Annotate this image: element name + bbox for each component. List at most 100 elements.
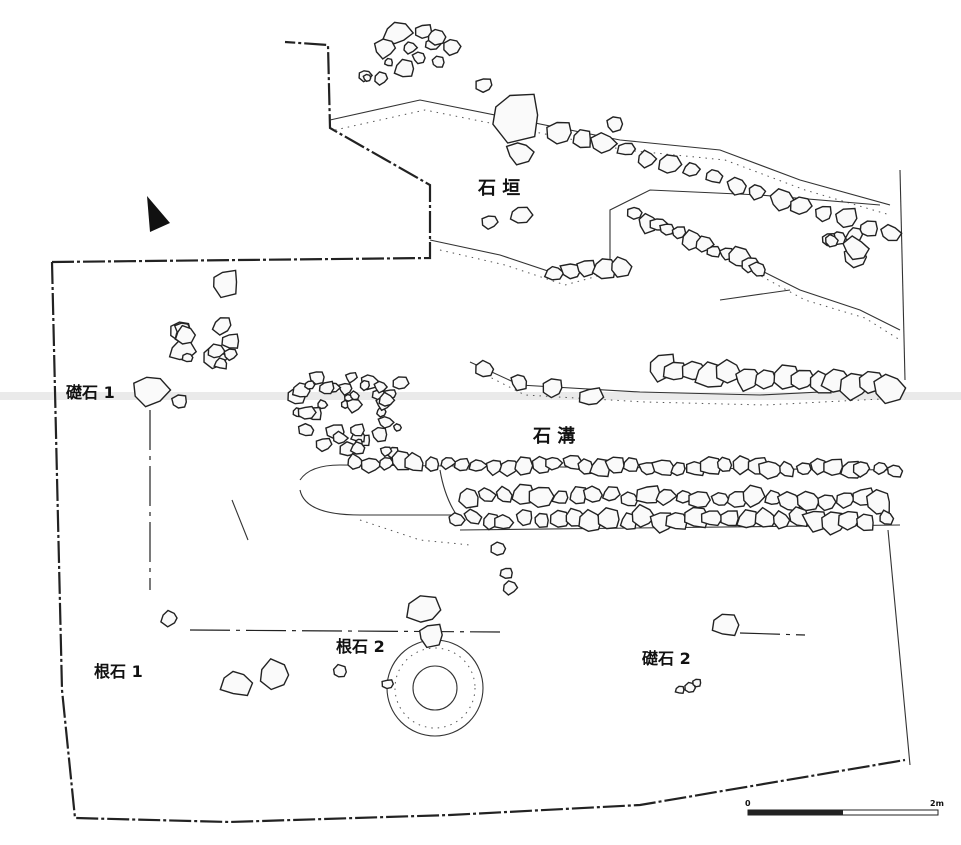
stone bbox=[716, 456, 733, 473]
stone bbox=[720, 510, 739, 527]
label-root-stone-2: 根石 2 bbox=[336, 637, 385, 656]
stone bbox=[468, 459, 489, 472]
stone bbox=[543, 265, 565, 281]
stone bbox=[546, 121, 572, 145]
stone bbox=[852, 461, 871, 478]
stone bbox=[699, 456, 722, 475]
stone bbox=[349, 390, 360, 401]
stone bbox=[453, 457, 471, 472]
stone bbox=[346, 398, 364, 414]
stone bbox=[748, 184, 767, 201]
stone bbox=[315, 437, 333, 453]
stone bbox=[373, 38, 397, 60]
stone bbox=[515, 508, 533, 527]
stone bbox=[207, 343, 227, 359]
stone bbox=[665, 511, 688, 530]
stone bbox=[769, 188, 796, 212]
stone bbox=[549, 509, 572, 528]
stone bbox=[873, 373, 907, 405]
stone bbox=[431, 55, 445, 68]
stone bbox=[790, 369, 816, 390]
stone bbox=[542, 378, 563, 399]
stone bbox=[221, 333, 240, 349]
label-foundation-stone-1: 礎石 1 bbox=[65, 383, 115, 402]
stone bbox=[510, 374, 528, 392]
stone bbox=[498, 459, 521, 478]
stone bbox=[494, 514, 515, 530]
stone bbox=[880, 223, 903, 242]
stone bbox=[223, 348, 238, 362]
stone bbox=[631, 503, 656, 528]
stone bbox=[726, 490, 749, 508]
stone bbox=[659, 223, 675, 236]
stone bbox=[856, 513, 874, 532]
stone bbox=[463, 508, 483, 525]
stone bbox=[332, 430, 350, 445]
stone bbox=[754, 369, 777, 390]
stone bbox=[492, 93, 539, 144]
stone bbox=[688, 490, 712, 509]
stone bbox=[591, 258, 617, 280]
stone bbox=[569, 485, 587, 505]
stone bbox=[297, 422, 315, 437]
stone bbox=[705, 168, 724, 184]
stone bbox=[392, 376, 410, 390]
stone bbox=[582, 485, 603, 503]
stone bbox=[823, 458, 844, 477]
stone bbox=[837, 510, 860, 531]
stone bbox=[606, 116, 624, 133]
stone bbox=[754, 506, 778, 528]
stone bbox=[440, 456, 457, 471]
stone bbox=[170, 394, 188, 409]
stone bbox=[576, 259, 596, 278]
root-stone-2-setting bbox=[386, 639, 484, 737]
stone bbox=[662, 361, 688, 381]
stone bbox=[362, 73, 372, 83]
stone bbox=[726, 176, 747, 196]
stone bbox=[692, 678, 702, 688]
stone bbox=[817, 494, 837, 512]
stone bbox=[835, 492, 855, 510]
stone bbox=[671, 226, 687, 240]
stone bbox=[458, 487, 479, 509]
stone bbox=[499, 567, 513, 580]
stone bbox=[344, 371, 359, 384]
stone bbox=[181, 352, 194, 363]
stone bbox=[505, 142, 535, 166]
stone bbox=[578, 387, 605, 406]
stone bbox=[374, 71, 389, 86]
excavation-boundary bbox=[50, 40, 911, 824]
label-root-stone-1: 根石 1 bbox=[94, 662, 143, 681]
label-stone-wall: 石 垣 bbox=[477, 178, 520, 199]
scale-bar-end: 2m bbox=[930, 799, 944, 808]
stone bbox=[485, 459, 503, 477]
stone bbox=[604, 456, 625, 474]
stone bbox=[383, 57, 394, 67]
stone bbox=[477, 487, 498, 503]
label-stone-ditch: 石 溝 bbox=[532, 425, 575, 447]
stone bbox=[886, 464, 904, 478]
stone bbox=[514, 456, 534, 476]
stone bbox=[347, 452, 365, 470]
stone bbox=[616, 142, 637, 156]
stone bbox=[796, 490, 821, 512]
stone bbox=[332, 663, 348, 678]
scale-bar-start: 0 bbox=[745, 799, 751, 808]
stone bbox=[795, 462, 812, 476]
stone bbox=[578, 508, 602, 533]
stone bbox=[509, 206, 534, 224]
stone bbox=[219, 670, 254, 697]
stone bbox=[502, 580, 519, 596]
stone bbox=[379, 446, 393, 458]
stone bbox=[317, 398, 329, 410]
stone bbox=[601, 486, 621, 502]
stone bbox=[715, 358, 741, 384]
stone bbox=[589, 458, 611, 478]
stone bbox=[735, 368, 763, 393]
stone bbox=[620, 491, 639, 507]
stone bbox=[589, 132, 619, 154]
stone bbox=[392, 423, 403, 432]
stone bbox=[418, 623, 443, 649]
north-arrow-icon bbox=[147, 196, 170, 232]
stone bbox=[814, 205, 832, 223]
